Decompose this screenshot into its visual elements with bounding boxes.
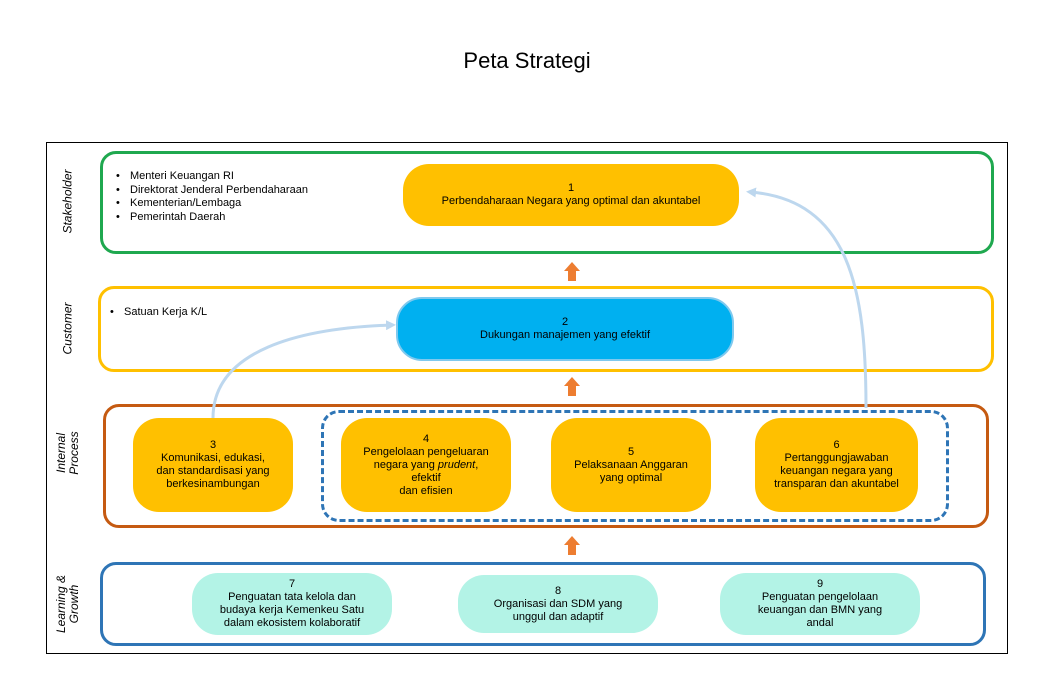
objective-label: berkesinambungan bbox=[166, 478, 260, 490]
objective-label-italic: prudent bbox=[437, 458, 476, 471]
lane-customer bbox=[98, 286, 994, 372]
objective-label: transparan dan akuntabel bbox=[774, 478, 899, 490]
objective-label: Dukungan manajemen yang efektif bbox=[480, 329, 650, 341]
up-arrow-icon bbox=[564, 536, 580, 555]
objective-label: Organisasi dan SDM yang bbox=[493, 597, 623, 610]
objective-label: dan efisien bbox=[399, 484, 453, 497]
objective-label: Penguatan pengelolaan bbox=[761, 591, 879, 603]
objective-label: dalam ekosistem kolaboratif bbox=[223, 617, 361, 629]
up-arrow-icon bbox=[564, 262, 580, 281]
objective-number: 2 bbox=[561, 316, 569, 328]
curve-arrow-3-to-2 bbox=[211, 320, 396, 419]
objective-label: negara yang prudent, bbox=[374, 459, 479, 472]
objective-label: andal bbox=[806, 617, 834, 629]
objective-label: keuangan dan BMN yang bbox=[757, 604, 883, 616]
list-item: Satuan Kerja K/L bbox=[106, 306, 207, 320]
objective-3: 3 Komunikasi, edukasi, dan standardisasi… bbox=[133, 418, 293, 512]
objective-number: 5 bbox=[627, 445, 635, 458]
objective-number: 4 bbox=[422, 432, 430, 445]
stakeholder-list: Menteri Keuangan RI Direktorat Jenderal … bbox=[112, 170, 308, 224]
objective-4: 4 Pengelolaan pengeluaran negara yang pr… bbox=[341, 418, 511, 512]
objective-label: yang optimal bbox=[599, 471, 663, 484]
objective-number: 7 bbox=[288, 578, 296, 590]
objective-label: Pertanggungjawaban bbox=[784, 452, 889, 464]
objective-number: 8 bbox=[554, 584, 562, 597]
objective-label: efektif bbox=[411, 471, 441, 484]
lane-stakeholder bbox=[100, 151, 994, 254]
up-arrow-icon bbox=[564, 377, 580, 396]
objective-8: 8 Organisasi dan SDM yang unggul dan ada… bbox=[458, 575, 658, 633]
objective-label-part: negara yang bbox=[373, 458, 438, 471]
objective-7: 7 Penguatan tata kelola dan budaya kerja… bbox=[192, 573, 392, 635]
objective-label: Pengelolaan pengeluaran bbox=[363, 445, 489, 458]
objective-label: unggul dan adaptif bbox=[512, 610, 604, 623]
objective-label: Perbendaharaan Negara yang optimal dan a… bbox=[441, 195, 701, 207]
objective-label: Pelaksanaan Anggaran bbox=[574, 458, 688, 471]
objective-number: 1 bbox=[567, 182, 575, 194]
internal-process-group-outline bbox=[321, 410, 949, 522]
objective-9: 9 Penguatan pengelolaan keuangan dan BMN… bbox=[720, 573, 920, 635]
objective-label-part: , bbox=[475, 458, 479, 471]
lane-internal-process bbox=[103, 404, 989, 528]
objective-label: keuangan negara yang bbox=[780, 465, 893, 477]
list-item: Kementerian/Lembaga bbox=[112, 197, 308, 211]
customer-list: Satuan Kerja K/L bbox=[106, 306, 207, 320]
list-item: Menteri Keuangan RI bbox=[112, 170, 308, 184]
objective-label: budaya kerja Kemenkeu Satu bbox=[219, 604, 365, 616]
curve-arrow-6-to-1 bbox=[746, 187, 868, 409]
objective-number: 3 bbox=[209, 439, 217, 451]
objective-2: 2 Dukungan manajemen yang efektif bbox=[396, 297, 734, 361]
objective-label: Penguatan tata kelola dan bbox=[228, 591, 356, 603]
objective-label: Komunikasi, edukasi, bbox=[161, 452, 265, 464]
objective-number: 6 bbox=[833, 439, 840, 451]
objective-1: 1 Perbendaharaan Negara yang optimal dan… bbox=[403, 164, 739, 226]
list-item: Pemerintah Daerah bbox=[112, 211, 308, 225]
objective-6: 6 Pertanggungjawaban keuangan negara yan… bbox=[755, 418, 918, 512]
diagram-frame bbox=[46, 142, 1008, 654]
objective-number: 9 bbox=[816, 578, 824, 590]
page-title: Peta Strategi bbox=[463, 48, 591, 73]
list-item: Direktorat Jenderal Perbendaharaan bbox=[112, 184, 308, 198]
objective-5: 5 Pelaksanaan Anggaran yang optimal bbox=[551, 418, 711, 512]
lane-learning-growth bbox=[100, 562, 986, 646]
objective-label: dan standardisasi yang bbox=[156, 465, 270, 477]
